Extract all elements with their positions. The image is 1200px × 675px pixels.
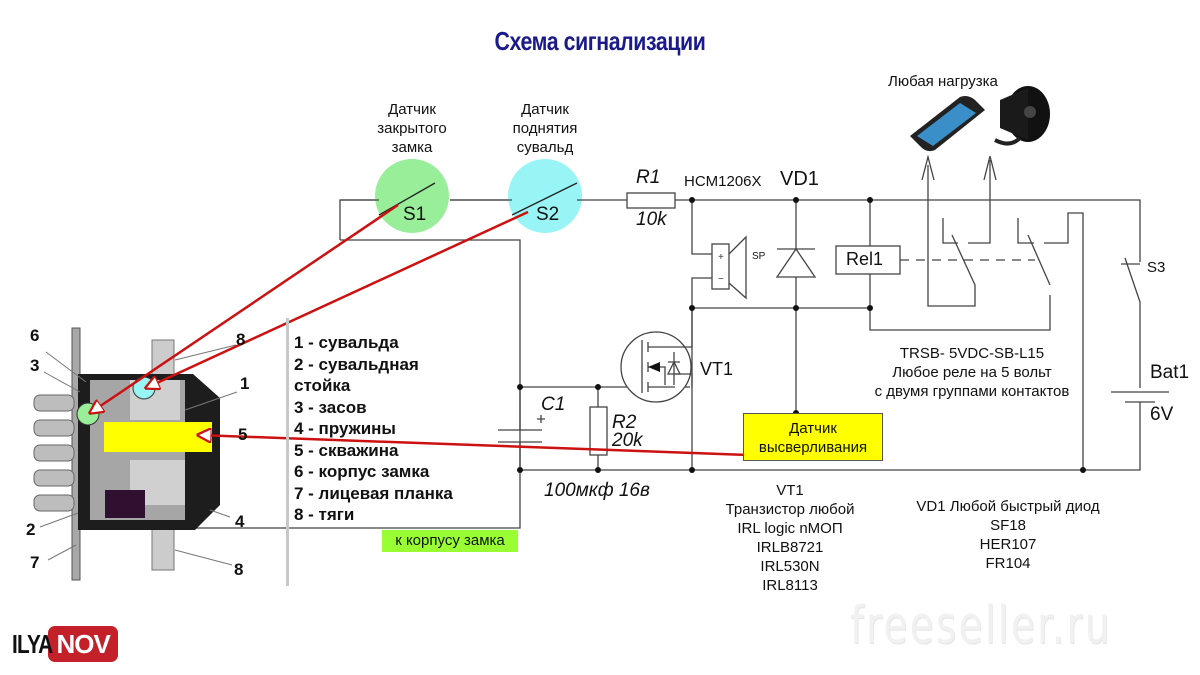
callout-3: 3 (30, 356, 40, 375)
wire-rel1 (869, 200, 1051, 331)
wire-buzzer-plus (691, 200, 712, 255)
wire-case (195, 470, 521, 529)
sensor-s2-label: S2 (536, 204, 560, 225)
arrow-s1-to-lock (90, 203, 399, 413)
hcm-label: HCM1206X (684, 173, 762, 190)
siren-icon (994, 86, 1050, 146)
legend-item: 2 - сувальдная (294, 354, 419, 374)
logo: ILYA NOV (12, 626, 118, 662)
legend-item: 8 - тяги (294, 505, 355, 524)
battery-bat1 (1111, 391, 1169, 420)
legend-item: 3 - засов (294, 397, 367, 417)
wire-r1-rail (675, 199, 1141, 262)
relay-coil-rel1 (835, 245, 901, 275)
load-caption: Любая нагрузка (888, 73, 998, 90)
arrow-s2-to-lock (146, 210, 529, 388)
bat1-value: 6V (1150, 404, 1174, 425)
callout-1: 1 (240, 374, 250, 393)
callout-8-bottom: 8 (234, 560, 244, 579)
legend-item: стойка (294, 376, 351, 395)
junction-dots (517, 197, 1086, 473)
r2-name: R2 (612, 412, 637, 433)
lock-parts-legend: 1 - сувальда 2 - сувальдная стойка 3 - з… (294, 332, 453, 526)
vt1-label: VT1 (700, 359, 734, 379)
lock-keyhole-marker (104, 422, 212, 452)
legend-item: 5 - скважина (294, 440, 399, 460)
wire-contact2 (1044, 212, 1084, 470)
c1-name: C1 (541, 394, 566, 415)
callout-5: 5 (238, 425, 248, 444)
diagram-title: Схема сигнализации (494, 26, 706, 56)
legend-item: 1 - сувальда (294, 333, 399, 352)
callout-6: 6 (30, 326, 40, 345)
callout-7: 7 (30, 553, 40, 572)
wire-bottom-rail (520, 420, 1141, 471)
sensor-s1-label: S1 (403, 204, 427, 225)
legend-item: 7 - лицевая планка (294, 483, 453, 503)
case-tag: к корпусу замка (382, 530, 518, 552)
vd1-label: VD1 (780, 168, 819, 190)
r2-value: 20k (612, 430, 643, 451)
s3-label: S3 (1147, 259, 1166, 276)
sensor-s2-circle (508, 159, 582, 233)
logo-left: ILYA (12, 628, 53, 659)
buzzer-sp (711, 243, 730, 290)
legend-item: 6 - корпус замка (294, 462, 430, 481)
sp-label: SP (752, 251, 766, 262)
diode-vd1 (775, 247, 817, 278)
callout-8-top: 8 (236, 330, 246, 349)
rel1-label: Rel1 (846, 249, 884, 269)
svg-text:+: + (718, 252, 724, 263)
watermark: freeseller.ru (850, 596, 1112, 656)
arrow-drill-to-lock (198, 435, 749, 457)
r1-value: 10k (636, 209, 667, 230)
resistor-r1 (626, 192, 676, 209)
callout-2: 2 (26, 520, 36, 539)
legend-item: 4 - пружины (294, 419, 396, 438)
load-arrow-siren (983, 155, 997, 181)
logo-right: NOV (48, 626, 118, 662)
switch-s3 (1121, 257, 1141, 388)
callout-4: 4 (235, 512, 245, 531)
bat1-name: Bat1 (1150, 362, 1190, 383)
r1-name: R1 (636, 167, 661, 188)
c1-value: 100мкф 16в (544, 480, 650, 501)
wire-buzzer-minus (691, 277, 712, 470)
legend-divider (286, 318, 289, 586)
load-arrow-phone (921, 154, 935, 181)
svg-text:−: − (718, 274, 724, 285)
wire-contact1 (927, 165, 976, 307)
phone-icon (910, 96, 985, 152)
